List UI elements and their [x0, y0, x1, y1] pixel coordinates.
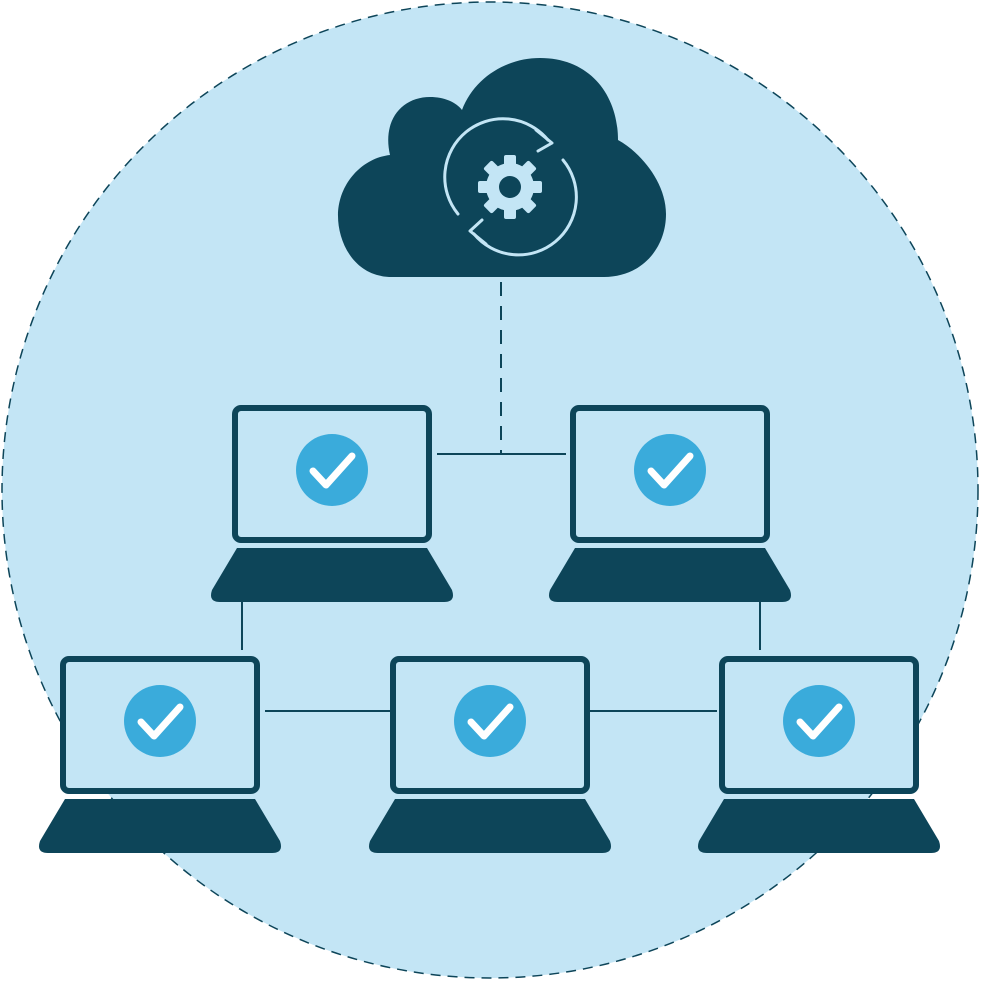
laptop-icon — [211, 408, 453, 602]
laptop-4 — [369, 659, 611, 853]
sync-arrows-icon — [443, 117, 578, 257]
cloud-icon — [338, 58, 666, 277]
laptop-3 — [39, 659, 281, 853]
connectors — [241, 282, 761, 712]
laptop-1 — [211, 408, 453, 602]
gear-icon — [478, 155, 542, 219]
laptop-icon — [369, 659, 611, 853]
laptop-icon — [549, 408, 791, 602]
laptop-2 — [549, 408, 791, 602]
laptop-icon — [39, 659, 281, 853]
laptop-5 — [698, 659, 940, 853]
laptop-icon — [698, 659, 940, 853]
